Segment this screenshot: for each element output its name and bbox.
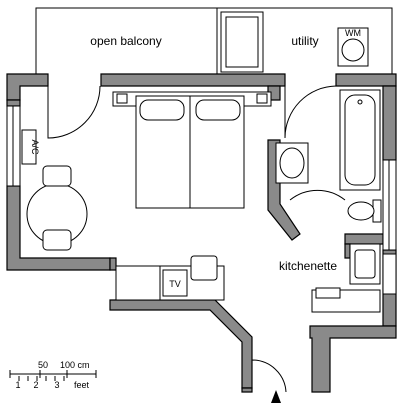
balcony-label: open balcony xyxy=(90,34,161,48)
scale-feet: feet xyxy=(74,380,90,390)
utility-door xyxy=(284,85,337,139)
pillow-right xyxy=(195,99,241,121)
scale-50: 50 xyxy=(38,360,48,370)
scale-100cm: 100 cm xyxy=(60,360,90,370)
scale-3ft: 3 xyxy=(54,380,59,390)
walls xyxy=(6,73,397,393)
toilet-bowl xyxy=(347,201,375,221)
chair-bottom xyxy=(42,229,72,251)
nightstand-right xyxy=(256,93,268,104)
tv-stand xyxy=(162,269,188,297)
desk-unit: TV xyxy=(115,255,225,301)
air-conditioner xyxy=(21,129,37,165)
entrance-arrow-icon xyxy=(271,390,281,403)
nightstand-left xyxy=(116,93,128,104)
washing-machine-body xyxy=(337,27,369,67)
kitchen-sink xyxy=(354,249,376,279)
wm-label: WM xyxy=(345,28,361,38)
pillow-left xyxy=(139,99,185,121)
scale-1ft: 1 xyxy=(15,380,20,390)
window-right xyxy=(382,159,397,295)
kitchenette-fixtures xyxy=(311,243,381,313)
double-bed xyxy=(112,91,272,209)
entrance-door xyxy=(251,359,287,393)
doors xyxy=(47,85,346,393)
scale-2ft: 2 xyxy=(33,380,38,390)
bathtub-inner xyxy=(344,94,376,186)
utility-cabinet-inner xyxy=(225,16,259,68)
utility-label: utility xyxy=(291,34,318,48)
bathroom xyxy=(275,89,382,223)
washing-machine: WM xyxy=(337,27,369,67)
bathtub-drain xyxy=(357,99,363,105)
dining-set xyxy=(26,165,88,251)
desk-chair xyxy=(190,255,218,281)
balcony-door xyxy=(47,85,101,139)
cooktop xyxy=(315,287,341,299)
ac-label: A/C xyxy=(30,139,40,155)
chair-top xyxy=(42,165,72,187)
window-left: A/C xyxy=(6,105,40,187)
kitchenette-label: kitchenette xyxy=(279,259,337,273)
scale-bar: 50 100 cm 1 2 3 feet xyxy=(9,360,97,390)
sink xyxy=(279,147,305,179)
balcony-outline xyxy=(35,7,393,74)
bathroom-door xyxy=(289,189,346,201)
tv-label: TV xyxy=(169,279,181,289)
